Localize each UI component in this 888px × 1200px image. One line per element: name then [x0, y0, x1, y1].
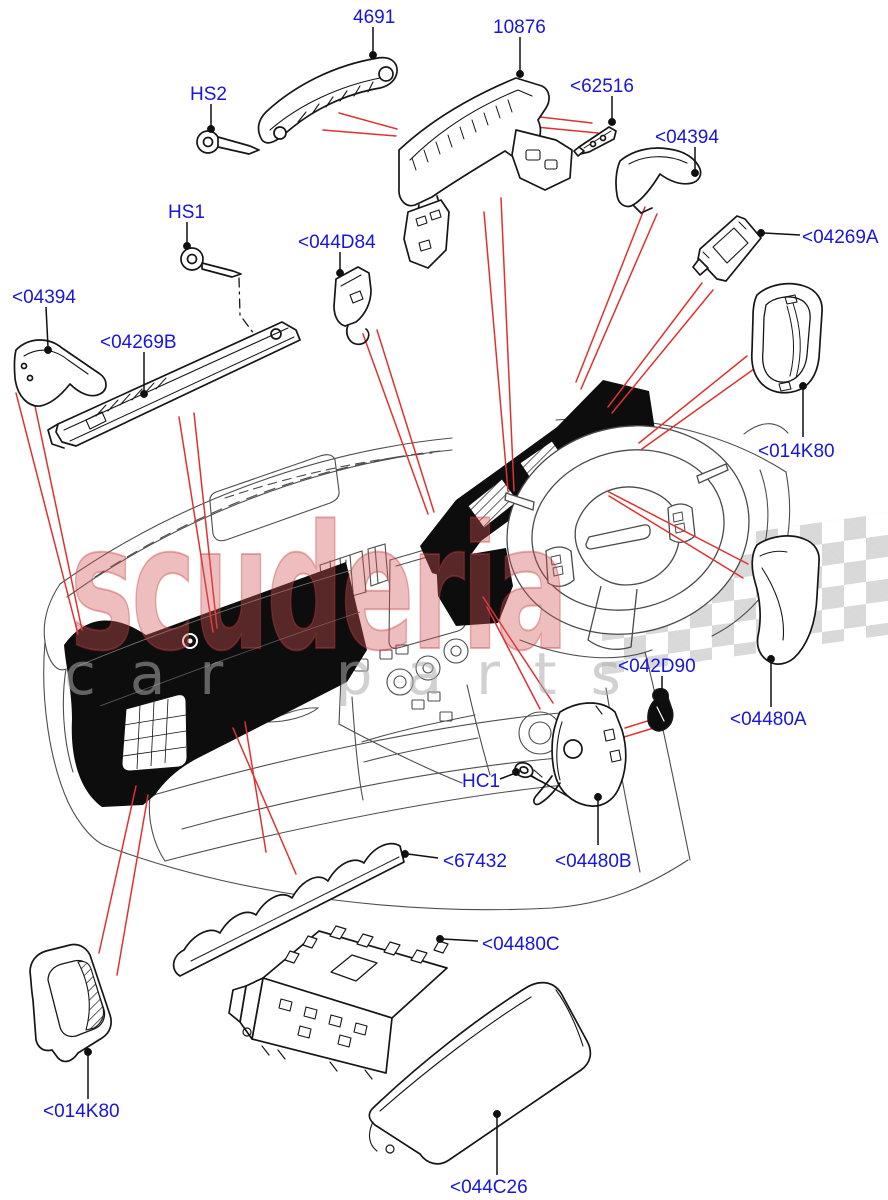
callout-10876[interactable]: 10876: [493, 17, 546, 38]
part-bezel-014k80-left: [29, 943, 112, 1063]
climate-knob: [386, 668, 414, 696]
part-end-cap-04394-right: [615, 147, 702, 214]
callout-04269b[interactable]: <04269B: [100, 332, 177, 353]
callout-leader-lines: [44, 27, 807, 1175]
part-trim-strip-04269b: [47, 321, 301, 449]
part-screw-hc1: [514, 761, 570, 798]
callout-042d90[interactable]: <042D90: [618, 656, 696, 677]
part-glovebox-housing-04480c: [228, 925, 449, 1080]
steering-wheel: [504, 425, 750, 650]
callout-hs1[interactable]: HS1: [168, 202, 205, 223]
callout-044d84[interactable]: <044D84: [298, 232, 376, 253]
part-clip-044d84: [333, 266, 372, 346]
callout-04480b[interactable]: <04480B: [555, 851, 632, 872]
air-vent: [121, 694, 188, 772]
callout-4691[interactable]: 4691: [353, 7, 395, 28]
callout-62516[interactable]: <62516: [570, 76, 634, 97]
part-trim-04480a: [751, 535, 820, 665]
callout-04394-left[interactable]: <04394: [12, 287, 76, 308]
callout-04394-right[interactable]: <04394: [655, 127, 719, 148]
callout-hc1[interactable]: HC1: [462, 771, 500, 792]
callout-014k80-right[interactable]: <014K80: [758, 441, 835, 462]
part-seal-strip-67432: [172, 842, 405, 977]
callout-labels: 4691 10876 HS2 <62516 <04394 <04269A HS1…: [12, 7, 879, 1198]
part-bracket-62516: [573, 126, 617, 157]
part-clip-042d90: [647, 688, 674, 732]
part-cowl-04480b: [533, 702, 627, 807]
part-glovebox-lid-044c26: [368, 981, 592, 1165]
part-bezel-014k80-right: [750, 282, 823, 394]
part-cluster-surround: [398, 77, 573, 269]
red-reference-lines: [15, 109, 755, 976]
callout-67432[interactable]: <67432: [443, 851, 507, 872]
callout-04480c[interactable]: <04480C: [482, 934, 560, 955]
callout-014k80-left[interactable]: <014K80: [43, 1101, 120, 1122]
part-switch-trim-04269a: [692, 215, 762, 282]
callout-044c26[interactable]: <044C26: [450, 1177, 528, 1198]
part-end-cap-04394-left: [13, 339, 107, 407]
part-grab-handle: [257, 56, 398, 144]
callout-04269a[interactable]: <04269A: [802, 227, 879, 248]
callout-04480a[interactable]: <04480A: [730, 709, 807, 730]
callout-hs2[interactable]: HS2: [190, 84, 227, 105]
part-screw-hs1: [180, 247, 258, 339]
part-screw-hs2: [196, 130, 260, 155]
